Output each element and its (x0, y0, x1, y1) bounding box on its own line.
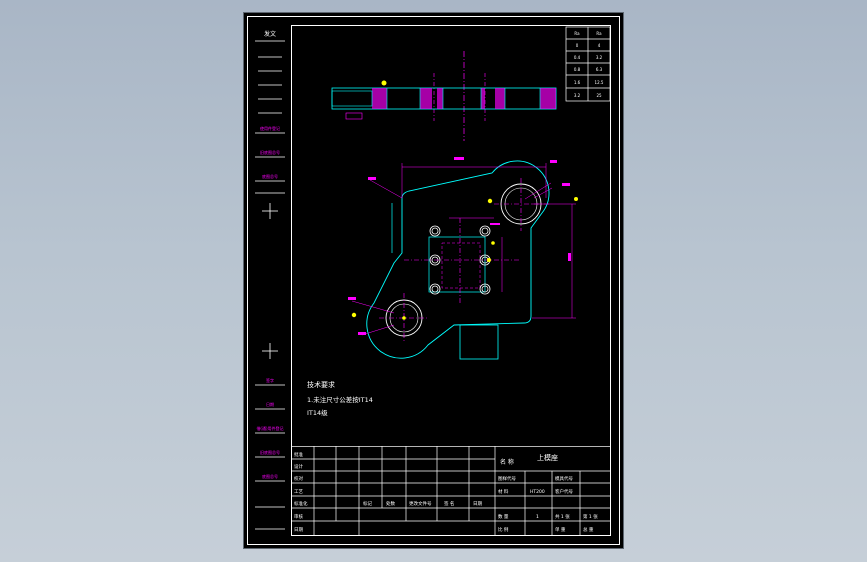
tech-notes-title: 技术要求 (307, 380, 335, 389)
tech-notes: 技术要求 1.未注尺寸公差按IT14 IT14级 (307, 380, 373, 417)
side-label: 旧底图总号 (260, 449, 280, 455)
title-cell: 客户代号 (555, 488, 573, 495)
title-cell: 第 1 张 (583, 513, 598, 520)
title-cell: 比 例 (498, 526, 509, 533)
roughness-cell: 0.4 (574, 55, 581, 60)
tech-notes-line1: 1.未注尺寸公差按IT14 (307, 395, 373, 404)
title-cell: 数 量 (498, 513, 509, 520)
material-value: HT200 (530, 489, 545, 495)
side-column (255, 40, 285, 530)
side-label: 借(通)用件登记 (256, 425, 283, 431)
title-row-label: 设计 (294, 463, 303, 470)
quantity-value: 1 (536, 514, 539, 520)
roughness-cell: 3.2 (596, 55, 603, 60)
title-col-header: 处数 (386, 500, 395, 507)
side-column-header: 发文 (264, 30, 276, 38)
drawing-sheet: 发文 使用件登记 旧底图总号 底图总号 签字 日期 借(通)用件登记 旧底图总号… (244, 13, 623, 548)
title-col-header: 签 名 (444, 500, 454, 507)
side-label: 旧底图总号 (260, 149, 280, 155)
title-row-label: 日期 (294, 527, 303, 533)
roughness-cell: 1.6 (574, 80, 581, 85)
side-label: 使用件登记 (260, 125, 280, 131)
tech-notes-line2: IT14级 (307, 408, 328, 417)
roughness-cell: 0 (576, 43, 579, 48)
roughness-cell: 6.3 (596, 67, 603, 72)
title-cell: 图样代号 (498, 475, 516, 482)
roughness-cell: 12.5 (595, 80, 604, 85)
part-name-label: 名 称 (500, 458, 514, 466)
title-col-header: 日期 (473, 501, 482, 507)
section-view (331, 51, 557, 141)
side-label: 日期 (266, 401, 274, 407)
plan-view (348, 157, 578, 360)
roughness-cell: 4 (598, 43, 601, 48)
title-row-label: 校对 (294, 475, 303, 482)
title-col-header: 标记 (363, 500, 372, 507)
part-name: 上模座 (537, 453, 558, 462)
cad-drawing: 发文 使用件登记 旧底图总号 底图总号 签字 日期 借(通)用件登记 旧底图总号… (247, 16, 620, 545)
title-block (291, 446, 611, 536)
roughness-cell: 3.2 (574, 93, 581, 98)
title-cell: 单 重 (555, 526, 566, 533)
title-cell: 材 料 (498, 488, 509, 495)
roughness-cell: 0.8 (574, 67, 581, 72)
roughness-cell: 25 (596, 93, 602, 98)
title-row-label: 批准 (294, 451, 303, 458)
title-cell: 总 重 (583, 526, 594, 533)
roughness-table (565, 26, 611, 102)
roughness-cell: Ra (596, 31, 602, 36)
title-cell: 模具代号 (555, 475, 573, 482)
title-row-label: 标准化 (294, 500, 308, 507)
title-row-label: 审核 (294, 513, 303, 520)
side-label: 底图总号 (262, 173, 278, 179)
side-label: 签字 (266, 377, 274, 383)
roughness-cell: Ra (574, 31, 580, 36)
title-row-label: 工艺 (294, 489, 303, 495)
side-label: 底图总号 (262, 473, 278, 479)
title-cell: 共 1 张 (555, 513, 570, 520)
sheet-border (247, 16, 620, 545)
title-col-header: 更改文件号 (409, 500, 432, 507)
